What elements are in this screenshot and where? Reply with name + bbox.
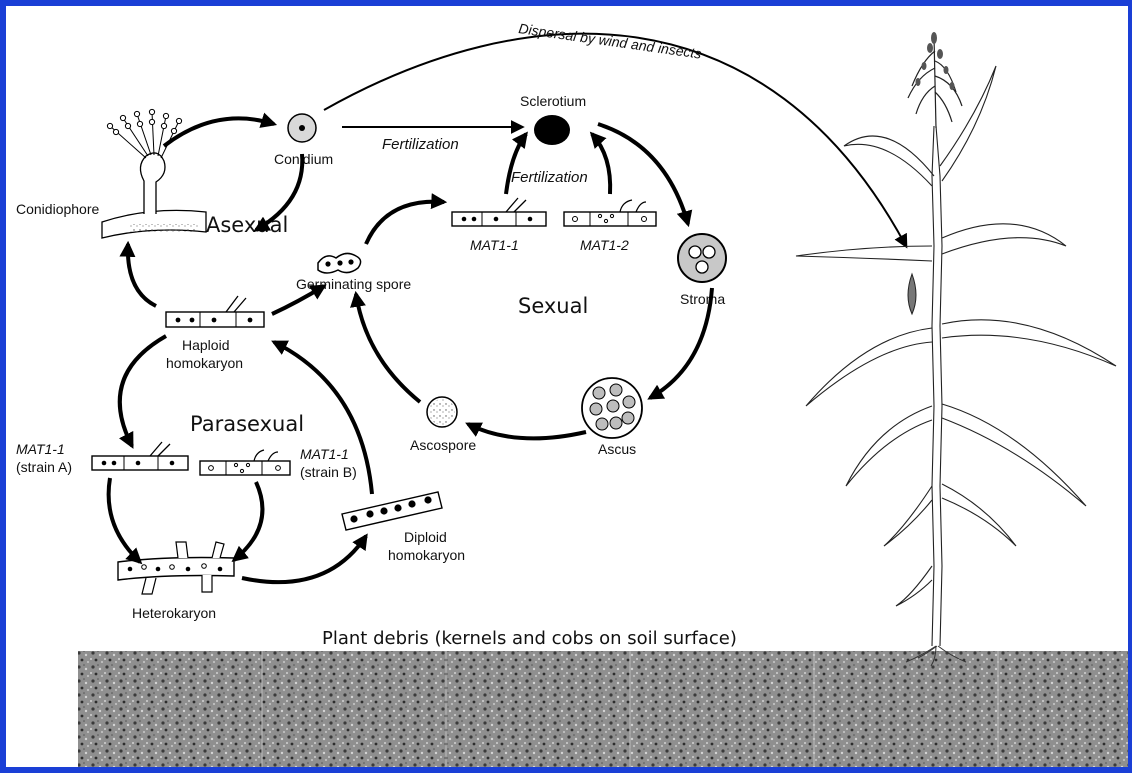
haploid-homokaryon-icon xyxy=(166,296,264,327)
maize-plant-icon xyxy=(796,32,1116,666)
germinating-spore-icon xyxy=(318,253,361,273)
strain-a-hypha-icon xyxy=(92,442,188,470)
diploid-label-2: homokaryon xyxy=(388,547,465,563)
fertilization-top-label: Fertilization xyxy=(382,136,459,153)
ascospore-label: Ascospore xyxy=(410,437,476,453)
mat1-1-hypha-icon xyxy=(452,198,546,226)
germinating-spore-label: Germinating spore xyxy=(296,276,411,292)
sclerotium-icon xyxy=(534,115,570,145)
sclerotium-label: Sclerotium xyxy=(520,93,586,109)
diagram-frame: Plant debris (kernels and cobs on soil s… xyxy=(6,6,1128,767)
strain-a-label: (strain A) xyxy=(16,459,72,475)
mat-sexual-1-label: MAT1-1 xyxy=(470,237,519,253)
sexual-label: Sexual xyxy=(518,294,588,318)
soil-strip xyxy=(78,651,1128,767)
dispersal-label: Dispersal by wind and insects xyxy=(518,20,703,62)
debris-label: Plant debris (kernels and cobs on soil s… xyxy=(322,628,737,649)
conidium-icon xyxy=(288,114,316,142)
strain-a-mat-label: MAT1-1 xyxy=(16,441,65,457)
haploid-label-2: homokaryon xyxy=(166,355,243,371)
strain-b-label: (strain B) xyxy=(300,464,357,480)
parasexual-label: Parasexual xyxy=(190,412,304,436)
mat-sexual-2-label: MAT1-2 xyxy=(580,237,629,253)
haploid-label-1: Haploid xyxy=(182,337,229,353)
stroma-icon xyxy=(678,234,726,282)
diploid-label-1: Diploid xyxy=(404,529,447,545)
heterokaryon-icon xyxy=(118,542,234,594)
ascus-label: Ascus xyxy=(598,441,636,457)
mat1-2-hypha-icon xyxy=(564,200,656,226)
conidiophore-label: Conidiophore xyxy=(16,201,99,217)
stroma-label: Stroma xyxy=(680,291,725,307)
strain-b-hypha-icon xyxy=(200,450,290,475)
strain-b-mat-label: MAT1-1 xyxy=(300,446,349,462)
ascus-icon xyxy=(582,378,642,438)
ascospore-icon xyxy=(427,397,457,427)
heterokaryon-label: Heterokaryon xyxy=(132,605,216,621)
life-cycle-diagram: Plant debris (kernels and cobs on soil s… xyxy=(6,6,1128,767)
fertilization-mid-label: Fertilization xyxy=(511,169,588,186)
diploid-homokaryon-icon xyxy=(342,492,442,530)
